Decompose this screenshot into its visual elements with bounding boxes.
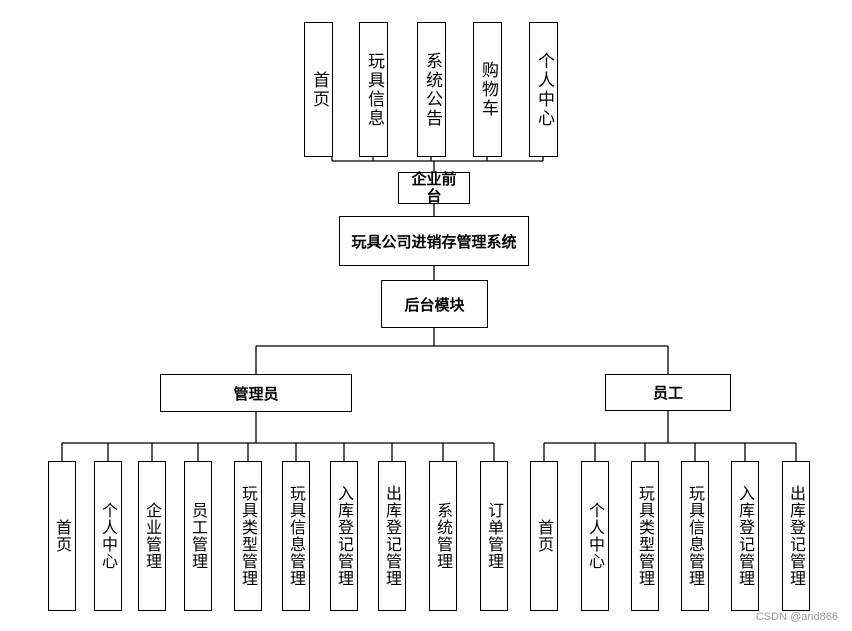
admin-item-home-label: 首页 bbox=[53, 519, 72, 553]
frontend-item-home-label: 首页 bbox=[309, 70, 329, 109]
admin-item-system: 系统管理 bbox=[429, 461, 457, 611]
frontend-item-toy-info-label: 玩具信息 bbox=[364, 51, 384, 128]
admin-item-enterprise: 企业管理 bbox=[138, 461, 166, 611]
staff-item-toy-type-label: 玩具类型管理 bbox=[636, 485, 655, 587]
admin-item-toy-info: 玩具信息管理 bbox=[282, 461, 310, 611]
admin-label: 管理员 bbox=[233, 384, 279, 403]
watermark: CSDN @and866 bbox=[755, 611, 838, 623]
staff-item-home: 首页 bbox=[530, 461, 558, 611]
staff-item-stock-in-label: 入库登记管理 bbox=[736, 485, 755, 587]
frontend-hub-label: 企业前台 bbox=[411, 170, 457, 205]
admin-item-profile: 个人中心 bbox=[94, 461, 122, 611]
admin-item-stock-out-label: 出库登记管理 bbox=[383, 485, 402, 587]
frontend-item-announcement-label: 系统公告 bbox=[422, 51, 442, 128]
staff-item-home-label: 首页 bbox=[535, 519, 554, 553]
admin-item-orders: 订单管理 bbox=[480, 461, 508, 611]
admin-item-toy-type: 玩具类型管理 bbox=[234, 461, 262, 611]
backend-node: 后台模块 bbox=[381, 280, 488, 328]
frontend-item-announcement: 系统公告 bbox=[417, 22, 446, 157]
admin-node: 管理员 bbox=[160, 374, 352, 412]
frontend-hub-node: 企业前台 bbox=[398, 170, 470, 205]
admin-item-employee: 员工管理 bbox=[184, 461, 212, 611]
admin-item-profile-label: 个人中心 bbox=[99, 502, 118, 570]
frontend-item-profile-label: 个人中心 bbox=[534, 51, 554, 128]
admin-item-toy-type-label: 玩具类型管理 bbox=[239, 485, 258, 587]
admin-item-stock-out: 出库登记管理 bbox=[378, 461, 406, 611]
system-label: 玩具公司进销存管理系统 bbox=[351, 232, 517, 251]
staff-item-stock-out: 出库登记管理 bbox=[782, 461, 810, 611]
admin-item-stock-in: 入库登记管理 bbox=[330, 461, 358, 611]
admin-item-toy-info-label: 玩具信息管理 bbox=[287, 485, 306, 587]
staff-item-stock-in: 入库登记管理 bbox=[731, 461, 759, 611]
frontend-item-cart-label: 购物车 bbox=[478, 61, 498, 118]
admin-item-orders-label: 订单管理 bbox=[485, 502, 504, 570]
frontend-item-cart: 购物车 bbox=[473, 22, 502, 157]
admin-item-home: 首页 bbox=[48, 461, 76, 611]
frontend-item-home: 首页 bbox=[304, 22, 333, 157]
admin-item-enterprise-label: 企业管理 bbox=[143, 502, 162, 570]
admin-item-stock-in-label: 入库登记管理 bbox=[335, 485, 354, 587]
staff-item-profile: 个人中心 bbox=[581, 461, 609, 611]
staff-item-profile-label: 个人中心 bbox=[586, 502, 605, 570]
staff-node: 员工 bbox=[605, 374, 731, 411]
frontend-item-toy-info: 玩具信息 bbox=[359, 22, 388, 157]
staff-label: 员工 bbox=[652, 384, 683, 402]
system-node: 玩具公司进销存管理系统 bbox=[339, 216, 529, 266]
frontend-item-profile: 个人中心 bbox=[529, 22, 558, 157]
staff-item-toy-type: 玩具类型管理 bbox=[631, 461, 659, 611]
admin-item-system-label: 系统管理 bbox=[434, 502, 453, 570]
backend-label: 后台模块 bbox=[404, 295, 465, 314]
admin-item-employee-label: 员工管理 bbox=[189, 502, 208, 570]
staff-item-toy-info-label: 玩具信息管理 bbox=[686, 485, 705, 587]
staff-item-stock-out-label: 出库登记管理 bbox=[787, 485, 806, 587]
staff-item-toy-info: 玩具信息管理 bbox=[681, 461, 709, 611]
